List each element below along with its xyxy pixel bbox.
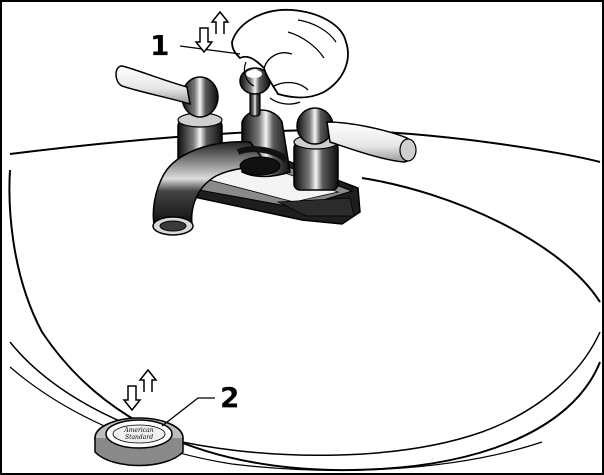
sink-bowl-inner: [9, 331, 601, 457]
drain-logo-line1: American: [123, 427, 153, 434]
callout-number-2: 2: [220, 381, 240, 414]
up-down-arrows-icon: [194, 10, 230, 54]
callout-2-leader: [161, 397, 215, 427]
callout-number-1: 1: [150, 29, 170, 62]
sink-bowl-rim: [8, 169, 601, 472]
left-porcelain-lever: [115, 65, 191, 106]
sink-deck-right: [361, 177, 601, 303]
up-down-arrows-icon: [122, 368, 158, 412]
callout-1-leader: [179, 45, 241, 55]
sink-bowl-inner-2: [9, 366, 543, 471]
drain-logo-line2: Standard: [125, 434, 153, 441]
